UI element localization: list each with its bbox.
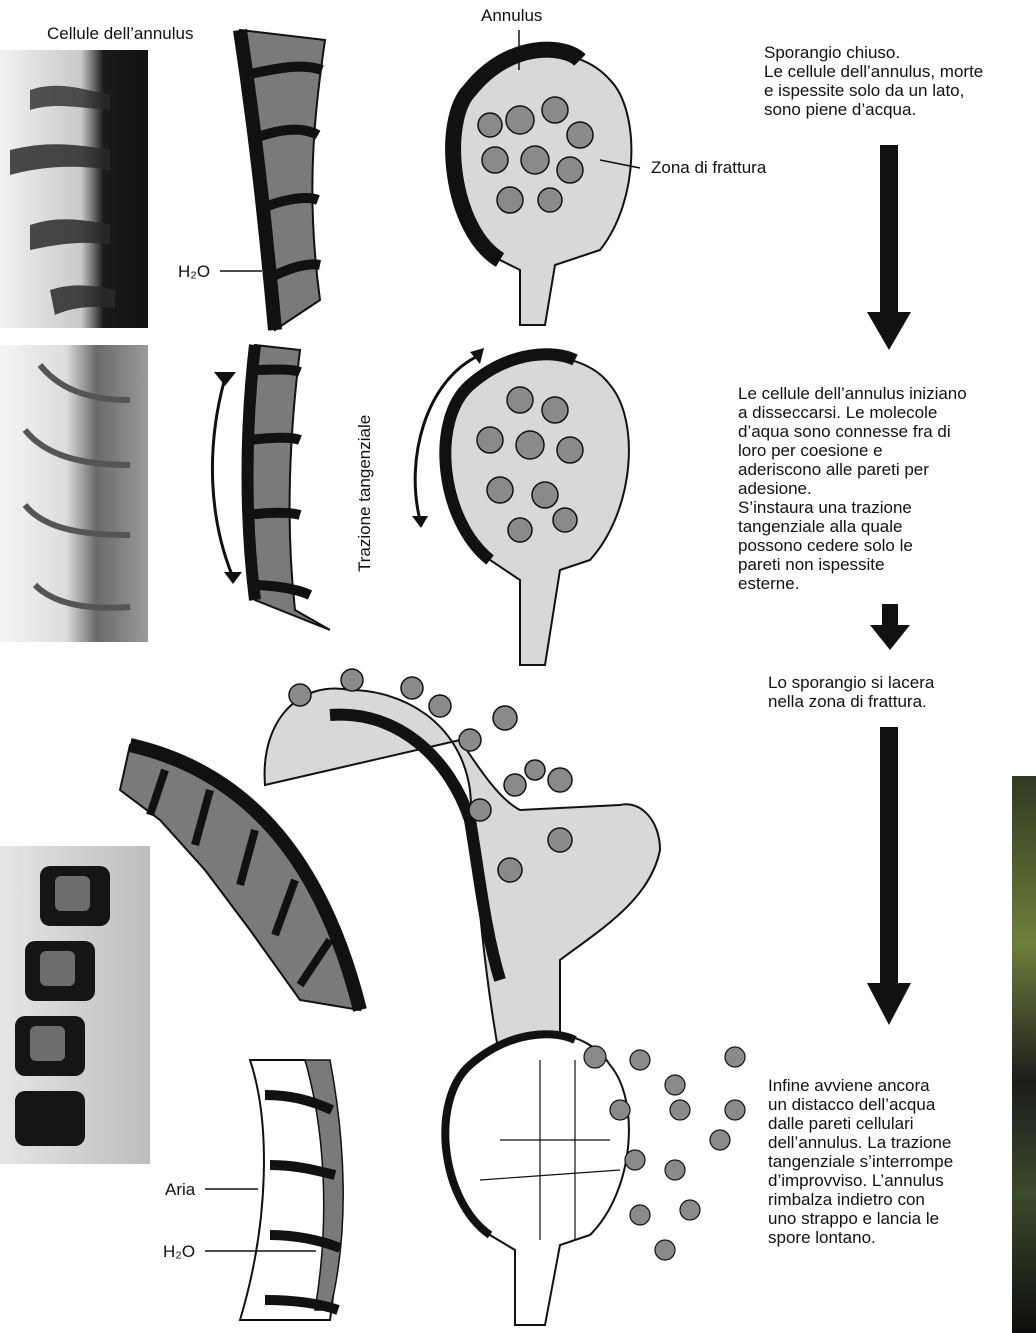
label-water-top: H₂O [178,262,210,281]
step-4-text: Infine avviene ancora un distacco dell’a… [768,1076,1008,1247]
step-arrow-3 [867,727,911,1025]
label-air: Aria [165,1180,195,1199]
label-annulus: Annulus [481,6,542,25]
sporangium-drying [445,354,629,665]
step-arrow-1 [867,145,911,350]
label-water-bottom: H₂O [163,1242,195,1261]
annulus-segment-1 [240,30,325,330]
annulus-segment-2 [248,345,331,630]
label-annulus-cells: Cellule dell’annulus [47,24,193,43]
sporangium-discharged [445,1033,745,1325]
label-tangential-traction: Trazione tangenziale [355,415,374,572]
step-arrow-2 [870,604,910,650]
traction-arrow-1 [212,372,242,584]
step-3-text: Lo sporangio si lacera nella zona di fra… [768,673,1018,711]
annulus-segment-4 [240,1060,343,1320]
step-1-text: Sporangio chiuso. Le cellule dell’annulu… [764,43,1034,119]
sporangium-closed [453,50,640,325]
step-2-text: Le cellule dell’annulus iniziano a disse… [738,384,1034,593]
label-fracture-zone: Zona di frattura [651,158,766,177]
annulus-segment-3 [120,745,360,1010]
